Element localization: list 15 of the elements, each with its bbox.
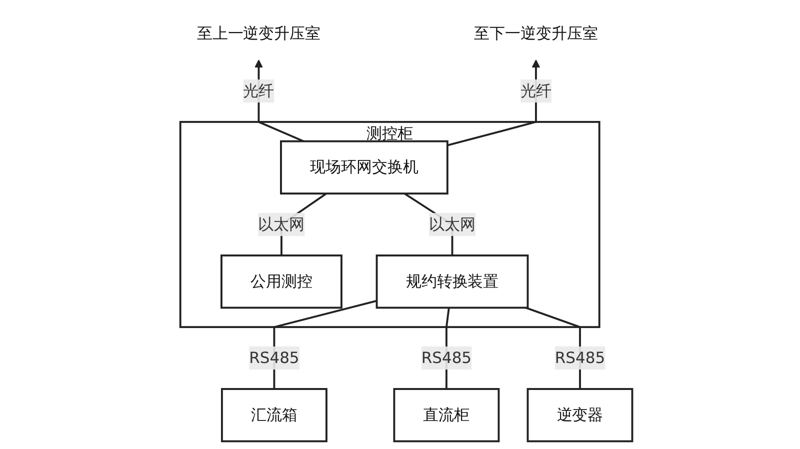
node-text: 至下一逆变升压室 bbox=[474, 24, 598, 43]
node-box: 规约转换装置 bbox=[376, 254, 529, 309]
node-box: 逆变器 bbox=[526, 388, 634, 442]
edge-label: 光纤 bbox=[243, 81, 274, 100]
edge-label: RS485 bbox=[421, 348, 472, 367]
node-box: 公用测控 bbox=[220, 254, 342, 309]
edge-label: 光纤 bbox=[520, 81, 552, 100]
node-box: 直流柜 bbox=[393, 388, 500, 442]
node-box: 现场环网交换机 bbox=[280, 140, 448, 194]
node-box: 汇流箱 bbox=[220, 388, 328, 442]
edge-label: 以太网 bbox=[258, 214, 305, 234]
node-text: 至上一逆变升压室 bbox=[196, 24, 321, 43]
edge-label: 以太网 bbox=[429, 214, 476, 234]
edge-label: RS485 bbox=[249, 348, 300, 367]
edge-label: RS485 bbox=[554, 348, 606, 367]
